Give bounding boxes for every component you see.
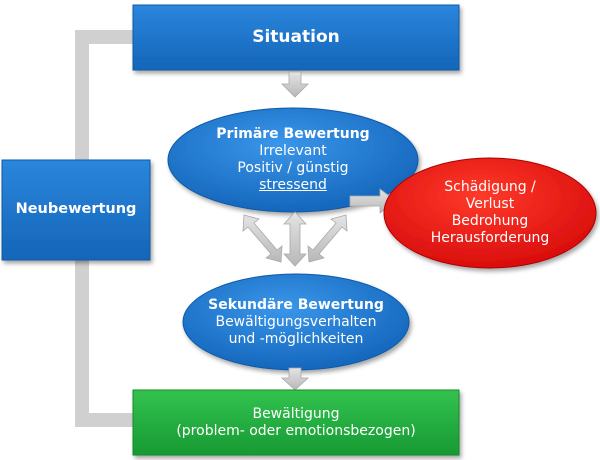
threat-item-threat: Bedrohung xyxy=(451,213,529,229)
coping-box xyxy=(132,389,460,456)
primary-appraisal-title: Primäre Bewertung xyxy=(216,126,370,143)
threat-item-challenge: Herausforderung xyxy=(430,229,550,246)
secondary-item-behavior: Bewältigungsverhalten xyxy=(215,314,377,331)
threat-item-damage: Schädigung / xyxy=(444,179,536,196)
primary-item-positive: Positiv / günstig xyxy=(237,160,349,176)
situation-box xyxy=(132,4,460,71)
secondary-appraisal-label: Sekundäre Bewertung Bewältigungsverhalte… xyxy=(183,275,409,370)
secondary-appraisal-title: Sekundäre Bewertung xyxy=(208,297,384,314)
reappraisal-label: Neubewertung xyxy=(2,160,150,260)
primary-item-stressful: stressend xyxy=(259,176,327,193)
coping-subtitle: (problem- oder emotionsbezogen) xyxy=(176,422,416,439)
reappraisal-box xyxy=(1,159,151,261)
threat-ellipse xyxy=(383,157,597,269)
arrow-primary-secondary-center xyxy=(283,211,307,267)
primary-appraisal-ellipse xyxy=(167,107,419,213)
primary-item-irrelevant: Irrelevant xyxy=(259,143,327,160)
arrow-primary-secondary-right xyxy=(307,214,348,263)
threat-label: Schädigung / Verlust Bedrohung Herausfor… xyxy=(384,158,596,268)
primary-appraisal-label: Primäre Bewertung Irrelevant Positiv / g… xyxy=(168,110,418,210)
arrow-primary-secondary-left xyxy=(242,214,283,263)
coping-title: Bewältigung xyxy=(252,405,340,422)
secondary-item-options: und -möglichkeiten xyxy=(228,330,364,347)
arrow-situation-to-primary xyxy=(281,71,309,98)
threat-item-loss: Verlust xyxy=(465,196,515,213)
reappraisal-text: Neubewertung xyxy=(15,201,137,218)
coping-label: Bewältigung (problem- oder emotionsbezog… xyxy=(133,390,459,455)
situation-text: Situation xyxy=(252,27,340,48)
situation-label: Situation xyxy=(133,5,459,70)
arrow-secondary-to-coping xyxy=(280,367,310,391)
